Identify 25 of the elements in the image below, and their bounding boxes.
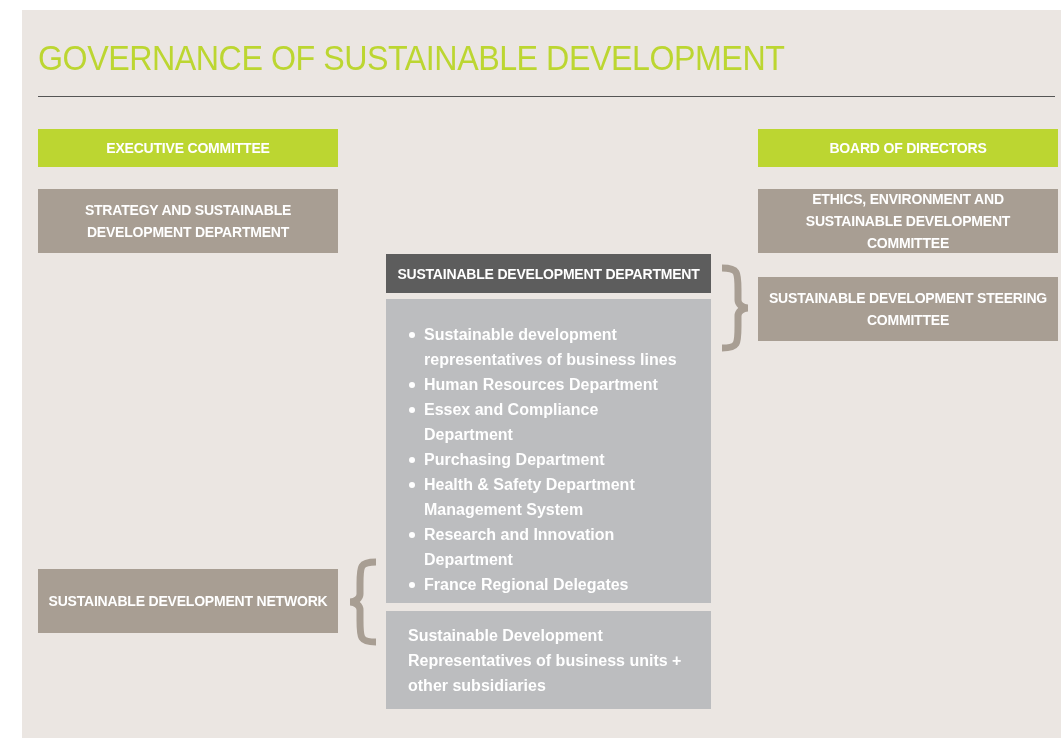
list-item-text: Health & Safety Department Management System (424, 474, 636, 520)
department-box (38, 189, 338, 253)
box-label: ETHICS, ENVIRONMENT AND SUSTAINABLE DEVELOPMENT COMMITTEE (804, 190, 1012, 253)
list-item-text: Research and Innovation Department (424, 524, 616, 570)
box-label: SUSTAINABLE DEVELOPMENT NETWORK (47, 592, 329, 611)
list-item-text: Human Resources Department (424, 374, 659, 395)
box-label: SUSTAINABLE DEVELOPMENT DEPARTMENT (396, 264, 701, 284)
list-panel (386, 299, 711, 603)
network-box (38, 569, 338, 633)
box-label: STRATEGY AND SUSTAINABLE DEVELOPMENT DEPARTMENT (83, 201, 293, 242)
representatives-box (386, 611, 711, 709)
list-item-text: France Regional Delegates (424, 574, 630, 595)
list-item-text: Purchasing Department (424, 449, 606, 470)
committee-header (38, 129, 338, 167)
box-label: SUSTAINABLE DEVELOPMENT STEERING COMMITTEE (768, 289, 1048, 330)
box-label: BOARD OF DIRECTORS (828, 139, 988, 158)
committee-box (758, 189, 1058, 253)
body-text: Sustainable Development Representatives of business units + other subsidiaries (407, 625, 683, 696)
box-label: EXECUTIVE COMMITTEE (105, 139, 271, 158)
title: GOVERNANCE OF SUSTAINABLE DEVELOPMENT (38, 38, 785, 78)
list-item-text: Essex and Compliance Department (424, 399, 600, 445)
list-item-text: Sustainable development representatives of business lines (424, 324, 677, 370)
committee-box (758, 277, 1058, 341)
board-header (758, 129, 1058, 167)
department-header (386, 254, 711, 293)
